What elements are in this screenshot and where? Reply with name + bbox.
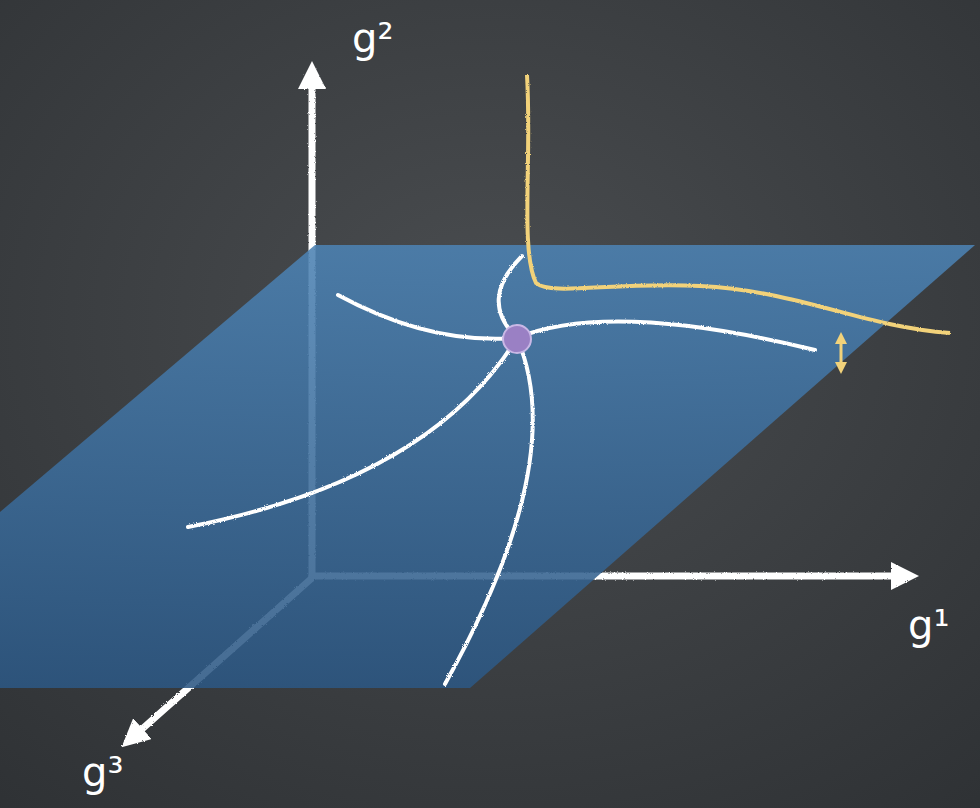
axis-label: g² (352, 18, 393, 58)
critical-plane (0, 245, 975, 688)
flow-line (188, 338, 517, 527)
axis-label: g³ (82, 752, 123, 792)
fixed-point (503, 325, 531, 353)
flow-line (445, 338, 533, 684)
distance-arrow (840, 338, 843, 368)
flow-line (338, 295, 517, 339)
flow-trajectory (527, 75, 950, 333)
flow-line (517, 322, 815, 350)
axis-label: g¹ (908, 605, 949, 645)
